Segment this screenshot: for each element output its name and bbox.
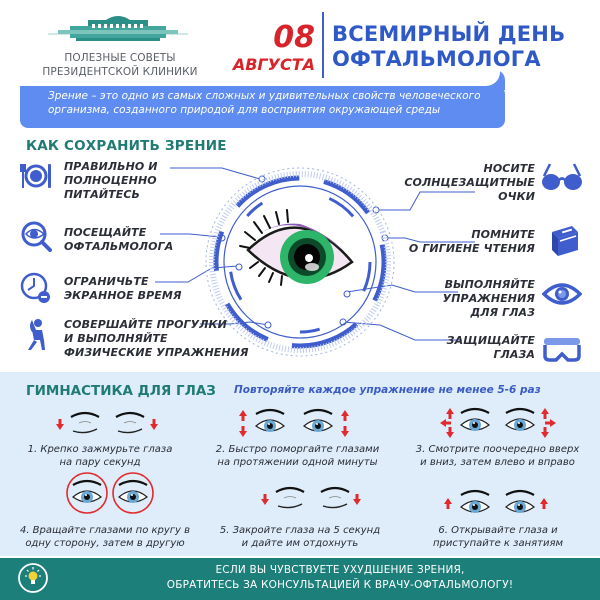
building-logo-icon (48, 16, 188, 41)
caption-line: 3. Смотрите поочередно вверх (415, 444, 580, 455)
tip-line: О ГИГИЕНЕ ЧТЕНИЯ (408, 242, 535, 255)
caption-line: и дайте им отдохнуть (241, 538, 359, 549)
tip-line: ПОЛНОЦЕННО (64, 174, 157, 187)
tip-protect-eyes: ЗАЩИЩАЙТЕ ГЛАЗА (380, 334, 535, 362)
tip-reading-hygiene: ПОМНИТЕ О ГИГИЕНЕ ЧТЕНИЯ (380, 228, 535, 256)
caption-line: 2. Быстро поморгайте глазами (215, 444, 380, 455)
section-title-save-vision: КАК СОХРАНИТЬ ЗРЕНИЕ (26, 138, 227, 154)
tip-eye-exercises: ВЫПОЛНЯЙТЕ УПРАЖНЕНИЯ ДЛЯ ГЛАЗ (380, 278, 535, 320)
tip-line: ЗАЩИЩАЙТЕ (446, 334, 535, 347)
caption-line: 1. Крепко зажмурьте глаза (27, 444, 173, 455)
tip-line: ОЧКИ (498, 190, 535, 203)
magnifier-eye-icon (21, 221, 52, 252)
exercise-6-caption: 6. Открывайте глаза и приступайте к заня… (398, 524, 598, 550)
footer-banner (0, 558, 600, 600)
caption-line: и вниз, затем влево и вправо (420, 457, 575, 468)
section-title-gymnastics: ГИМНАСТИКА ДЛЯ ГЛАЗ (26, 383, 216, 399)
tip-line: ПИТАЙТЕСЬ (64, 188, 141, 201)
exercise-5-caption: 5. Закройте глаза на 5 секунд и дайте им… (200, 524, 400, 550)
footer-line-2: ОБРАТИТЕСЬ ЗА КОНСУЛЬТАЦИЕЙ К ВРАЧУ-ОФТА… (166, 579, 514, 591)
intro-line-2: организма, созданного природой для воспр… (48, 104, 441, 116)
goggles-icon (543, 338, 581, 362)
exercise-2-caption: 2. Быстро поморгайте глазами на протяжен… (195, 443, 400, 469)
intro-text: Зрение – это одно из самых сложных и уди… (48, 89, 498, 117)
tip-line: СОЛНЦЕЗАЩИТНЫЕ (404, 176, 535, 189)
gymnastics-subtitle: Повторяйте каждое упражнение не менее 5-… (234, 384, 541, 396)
date-month: АВГУСТА (232, 55, 315, 74)
caption-line: на протяжении одной минуты (217, 457, 378, 468)
date-day: 08 (273, 20, 315, 55)
tip-visit-ophthalmologist: ПОСЕЩАЙТЕ ОФТАЛЬМОЛОГА (64, 226, 173, 254)
caption-line: 4. Вращайте глазами по кругу в (19, 525, 191, 536)
tip-line: ПОСЕЩАЙТЕ (64, 226, 147, 239)
tip-eat-properly: ПРАВИЛЬНО И ПОЛНОЦЕННО ПИТАЙТЕСЬ (64, 160, 158, 202)
plate-fork-knife-icon (20, 164, 51, 188)
tip-line: УПРАЖНЕНИЯ (442, 292, 535, 305)
header-divider (322, 12, 324, 78)
intro-line-1: Зрение – это одно из самых сложных и уди… (48, 90, 481, 102)
exercise-1-caption: 1. Крепко зажмурьте глаза на пару секунд (0, 443, 200, 469)
logo-line-1: ПОЛЕЗНЫЕ СОВЕТЫ (64, 52, 176, 64)
lightbulb-icon (18, 563, 48, 593)
tip-line: ОФТАЛЬМОЛОГА (64, 240, 174, 253)
footer-text: ЕСЛИ ВЫ ЧУВСТВУЕТЕ УХУДШЕНИЕ ЗРЕНИЯ, ОБР… (80, 563, 600, 593)
logo-line-2: ПРЕЗИДЕНТСКОЙ КЛИНИКИ (42, 66, 198, 78)
tip-sunglasses: НОСИТЕ СОЛНЦЕЗАЩИТНЫЕ ОЧКИ (380, 162, 535, 204)
book-icon (552, 226, 578, 256)
clock-minus-icon (20, 272, 50, 303)
eye-diagram (155, 167, 475, 357)
tip-line: НОСИТЕ (483, 162, 535, 175)
tip-line: ОГРАНИЧЬТЕ (64, 275, 149, 288)
intro-banner-cutout (330, 66, 500, 86)
caption-line: 5. Закройте глаза на 5 секунд (219, 525, 381, 536)
tip-line: ПРАВИЛЬНО И (64, 160, 158, 173)
sunglasses-icon (542, 163, 582, 190)
intro-banner (20, 86, 505, 128)
stretching-person-icon (28, 319, 45, 350)
tip-walks-exercise: СОВЕРШАЙТЕ ПРОГУЛКИ И ВЫПОЛНЯЙТЕ ФИЗИЧЕС… (64, 318, 249, 360)
caption-line: одну сторону, затем в другую (25, 538, 185, 549)
tip-line: ЭКРАННОЕ ВРЕМЯ (64, 289, 182, 302)
exercise-4-caption: 4. Вращайте глазами по кругу в одну стор… (0, 524, 210, 550)
tip-line: ГЛАЗА (493, 348, 535, 361)
eye-icon (542, 283, 582, 305)
exercise-illustrations (56, 407, 556, 515)
title-line-1: ВСЕМИРНЫЙ ДЕНЬ (332, 22, 566, 46)
tip-line: ФИЗИЧЕСКИЕ УПРАЖНЕНИЯ (64, 346, 249, 359)
exercise-3-caption: 3. Смотрите поочередно вверх и вниз, зат… (395, 443, 600, 469)
tip-line: СОВЕРШАЙТЕ ПРОГУЛКИ (64, 318, 227, 331)
caption-line: приступайте к занятиям (432, 538, 564, 549)
footer-line-1: ЕСЛИ ВЫ ЧУВСТВУЕТЕ УХУДШЕНИЕ ЗРЕНИЯ, (215, 564, 465, 576)
caption-line: 6. Открывайте глаза и (438, 525, 558, 536)
tip-line: ПОМНИТЕ (471, 228, 535, 241)
tip-line: И ВЫПОЛНЯЙТЕ (64, 332, 168, 345)
tip-line: ВЫПОЛНЯЙТЕ (444, 278, 535, 291)
gymnastics-section (0, 372, 600, 556)
page-title: ВСЕМИРНЫЙ ДЕНЬ ОФТАЛЬМОЛОГА (332, 22, 592, 72)
caption-line: на пару секунд (59, 457, 141, 468)
clinic-logo: ПОЛЕЗНЫЕ СОВЕТЫ ПРЕЗИДЕНТСКОЙ КЛИНИКИ (20, 8, 210, 80)
tip-line: ДЛЯ ГЛАЗ (470, 306, 535, 319)
tip-limit-screen-time: ОГРАНИЧЬТЕ ЭКРАННОЕ ВРЕМЯ (64, 275, 182, 303)
